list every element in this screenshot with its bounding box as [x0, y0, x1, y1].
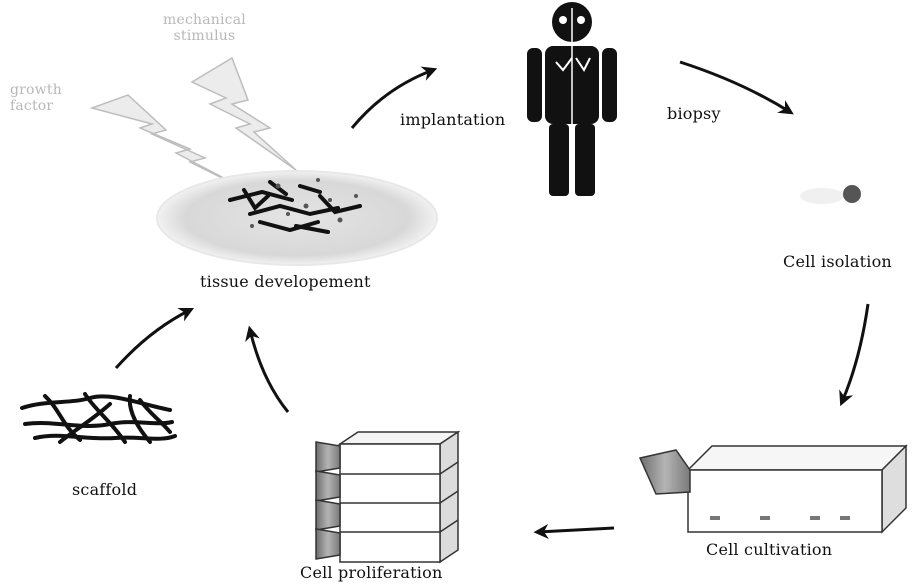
stacked-flasks-icon — [316, 432, 458, 562]
growth-factor-label: growth factor — [10, 82, 62, 114]
growth-factor-line-2: factor — [10, 98, 62, 114]
cell-cultivation-label: Cell cultivation — [706, 540, 832, 559]
mechanical-stimulus-line-1: mechanical — [163, 12, 246, 28]
tissue-development-label: tissue developement — [200, 272, 371, 291]
biopsy-label: biopsy — [667, 104, 721, 123]
isolated-cell-icon — [800, 185, 861, 204]
implantation-label: implantation — [400, 110, 505, 129]
scaffold-label: scaffold — [72, 480, 137, 499]
mechanical-stimulus-bolt-icon — [192, 58, 296, 170]
growth-factor-line-1: growth — [10, 82, 62, 98]
mechanical-stimulus-line-2: stimulus — [163, 28, 246, 44]
cell-proliferation-label: Cell proliferation — [300, 563, 442, 582]
arrow-proliferation-to-tissue — [250, 330, 288, 412]
cell-isolation-label: Cell isolation — [783, 252, 892, 271]
arrow-to-cultivation — [842, 304, 868, 402]
petri-dish — [157, 171, 437, 265]
scaffold-mesh — [22, 394, 175, 442]
patient-figure-icon — [527, 2, 617, 196]
mechanical-stimulus-label: mechanical stimulus — [163, 12, 246, 44]
culture-flask-icon — [640, 446, 906, 532]
arrow-to-proliferation — [538, 528, 614, 532]
arrow-scaffold-to-tissue — [116, 310, 190, 368]
